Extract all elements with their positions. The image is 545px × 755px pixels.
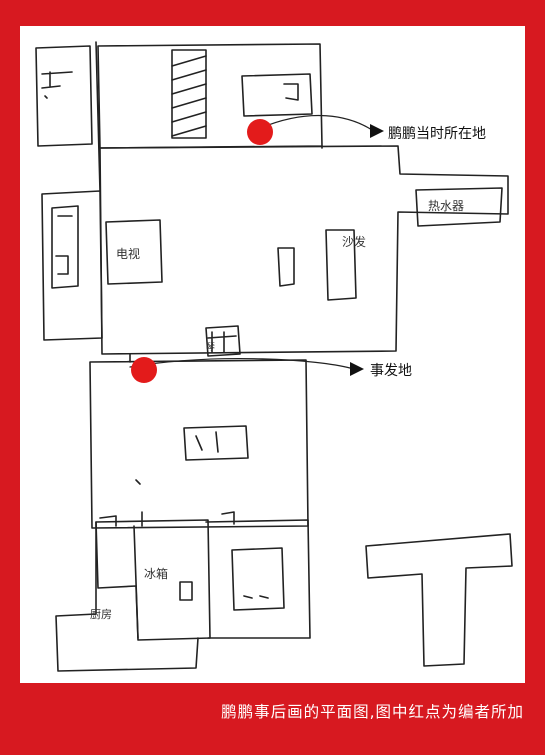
callout-location-label: 鹏鹏当时所在地: [388, 126, 486, 142]
label-water-heater: 热水器: [428, 199, 464, 213]
label-kitchen: 厨房: [90, 608, 112, 621]
floor-plan-paper: 鹏鹏当时所在地 事发地 电视 沙发 冰箱 厨房 热水器 琴: [20, 26, 525, 683]
marker-pengpeng-location: [247, 119, 273, 145]
callout-incident-label: 事发地: [370, 363, 412, 379]
label-fridge: 冰箱: [144, 566, 168, 581]
label-tv: 电视: [116, 246, 140, 261]
label-sofa: 沙发: [342, 234, 366, 249]
figure-caption: 鹏鹏事后画的平面图,图中红点为编者所加: [221, 703, 524, 721]
label-piano: 琴: [206, 342, 215, 353]
floor-plan-sketch: 鹏鹏当时所在地 事发地 电视 沙发 冰箱 厨房 热水器 琴: [35, 41, 513, 672]
marker-incident-site: [131, 357, 157, 383]
